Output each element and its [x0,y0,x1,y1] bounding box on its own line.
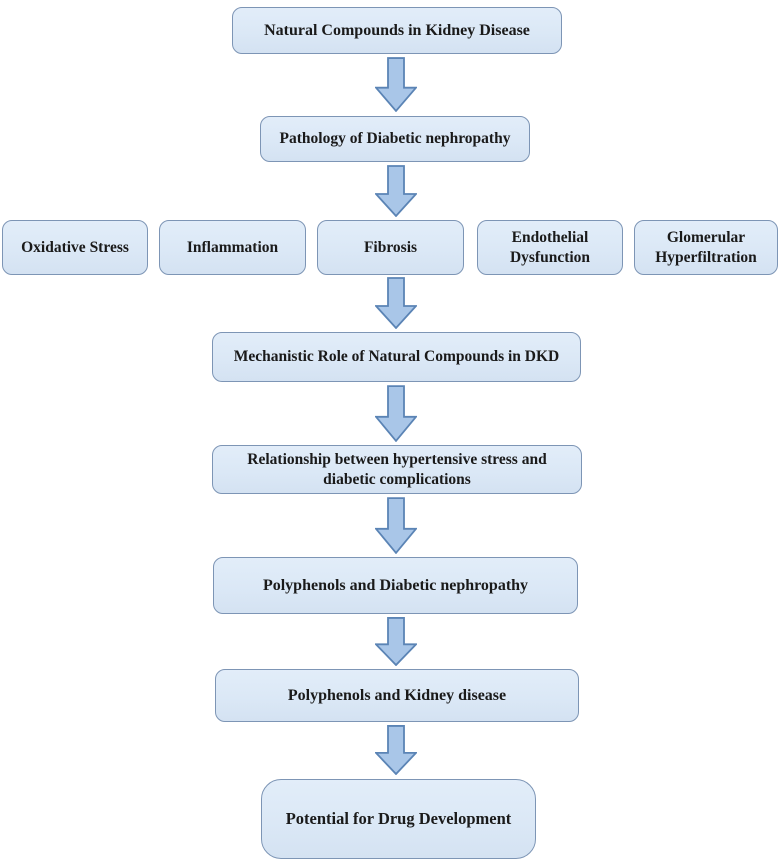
node-inflammation: Inflammation [159,220,306,275]
node-relationship-hypertensive-stress: Relationship between hypertensive stress… [212,445,582,494]
node-mechanistic-role: Mechanistic Role of Natural Compounds in… [212,332,581,382]
flow-arrow-down-icon [375,617,417,666]
flow-arrow-down-icon [375,277,417,329]
node-fibrosis: Fibrosis [317,220,464,275]
node-oxidative-stress: Oxidative Stress [2,220,148,275]
node-glomerular-hyperfiltration: Glomerular Hyperfiltration [634,220,778,275]
flow-arrow-down-icon [375,497,417,554]
flow-arrow-down-icon [375,57,417,112]
node-natural-compounds: Natural Compounds in Kidney Disease [232,7,562,54]
flow-arrow-down-icon [375,385,417,442]
node-polyphenols-kidney-disease: Polyphenols and Kidney disease [215,669,579,722]
node-endothelial-dysfunction: Endothelial Dysfunction [477,220,623,275]
flow-arrow-down-icon [375,165,417,217]
flow-arrow-down-icon [375,725,417,775]
node-pathology: Pathology of Diabetic nephropathy [260,116,530,162]
node-drug-development: Potential for Drug Development [261,779,536,859]
node-polyphenols-diabetic-nephropathy: Polyphenols and Diabetic nephropathy [213,557,578,614]
